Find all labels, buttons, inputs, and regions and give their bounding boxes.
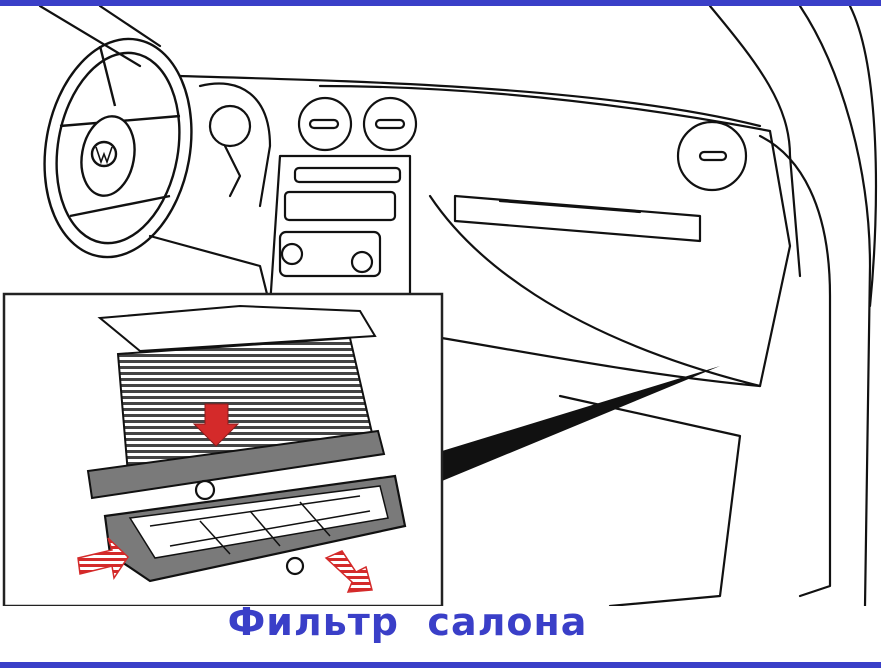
filter-tray xyxy=(103,474,407,583)
frame-bottom-bar xyxy=(0,662,881,668)
dashboard-contour xyxy=(318,84,792,388)
arrow-down-icon xyxy=(192,403,240,447)
windshield-pillar-top xyxy=(98,6,162,48)
arrow-out-icon xyxy=(324,550,373,593)
door-panel xyxy=(758,134,832,598)
vw-logo-icon xyxy=(90,140,118,168)
instrument-cluster xyxy=(198,82,272,208)
cabin-filter-illustration xyxy=(2,6,878,606)
radio-panel xyxy=(283,190,397,222)
vent-right xyxy=(676,120,748,192)
caption-title: Фильтр салона xyxy=(227,600,588,644)
windshield-pillar-left xyxy=(38,6,142,68)
door-inner xyxy=(848,6,878,308)
door-edge xyxy=(798,6,872,606)
climate-panel xyxy=(278,230,382,278)
glovebox-handle xyxy=(453,194,702,243)
cabin-filter-element xyxy=(86,336,386,500)
footwell xyxy=(558,394,742,606)
steering-wheel-icon xyxy=(43,37,193,259)
vent-center-left xyxy=(297,96,353,152)
climate-knob-right xyxy=(350,250,374,274)
callout-pointer xyxy=(442,366,720,481)
filter-housing-lid xyxy=(97,304,377,353)
inset-detail xyxy=(2,292,444,606)
climate-knob-left xyxy=(280,242,304,266)
a-pillar xyxy=(708,6,802,278)
dashboard-top xyxy=(178,74,762,128)
frame-top-bar xyxy=(0,0,881,6)
steering-stalk xyxy=(223,144,242,198)
vent-center-right xyxy=(362,96,418,152)
glovebox xyxy=(428,194,762,388)
arrow-right-icon xyxy=(77,537,129,580)
radio-slot xyxy=(293,166,402,184)
